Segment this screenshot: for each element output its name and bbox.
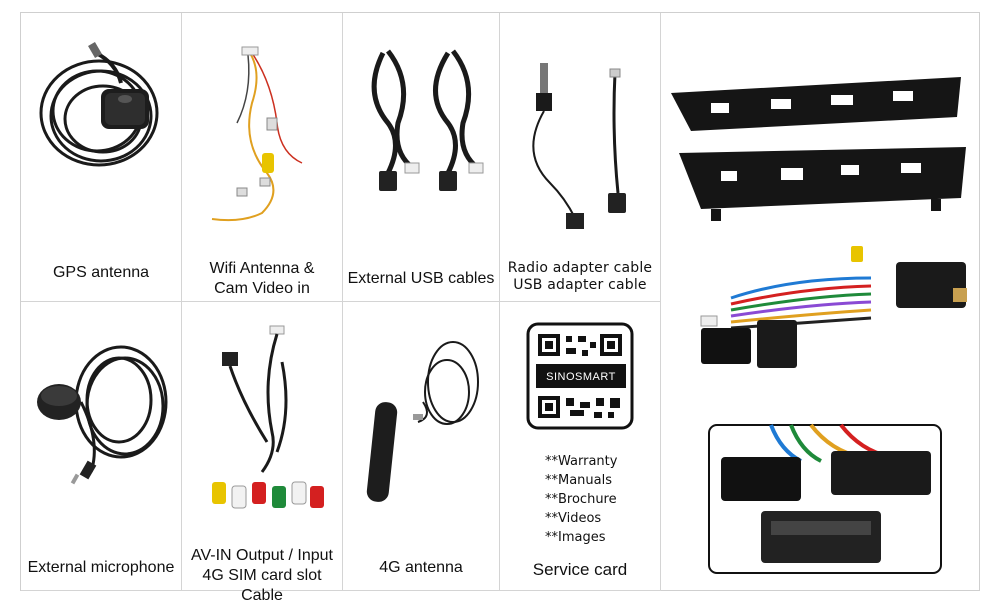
accessories-grid: GPS antenna Wifi Antenna & Cam Video in bbox=[20, 12, 980, 604]
radio-adapter-label: Radio adapter cable USB adapter cable bbox=[507, 260, 653, 293]
connector-closeup-icon bbox=[708, 423, 942, 574]
usb-cables-icon bbox=[371, 49, 484, 191]
list-item: **Manuals bbox=[545, 473, 613, 488]
4g-antenna-label: 4G antenna bbox=[379, 559, 463, 576]
radio-adapter-cable-icon bbox=[532, 63, 626, 229]
gps-antenna-label: GPS antenna bbox=[52, 264, 150, 281]
list-item: **Videos bbox=[545, 511, 602, 526]
wiring-harness-icon bbox=[700, 246, 967, 368]
usb-cables-label: External USB cables bbox=[347, 270, 495, 287]
service-card-items: **Warranty **Manuals **Brochure **Videos… bbox=[545, 452, 617, 547]
list-item: **Brochure bbox=[545, 492, 617, 507]
qr-code-icon bbox=[526, 322, 634, 430]
cell-wifi-cam: Wifi Antenna & Cam Video in bbox=[182, 13, 343, 302]
cell-4g-antenna: 4G antenna bbox=[343, 302, 500, 591]
wifi-cam-label: Wifi Antenna & Cam Video in bbox=[209, 260, 315, 297]
gps-antenna-icon bbox=[39, 41, 159, 167]
microphone-icon bbox=[37, 345, 168, 485]
av-in-rca-cable-icon bbox=[212, 325, 324, 509]
av-in-label: AV-IN Output / Input 4G SIM card slot Ca… bbox=[191, 547, 333, 604]
list-item: **Images bbox=[545, 530, 606, 545]
service-card-label: Service card bbox=[532, 560, 628, 579]
cell-frame-harness bbox=[661, 13, 979, 590]
cell-gps-antenna: GPS antenna bbox=[21, 13, 182, 302]
qr-brand-text: SINOSMART bbox=[546, 371, 616, 383]
list-item: **Warranty bbox=[545, 454, 618, 469]
microphone-label: External microphone bbox=[27, 559, 175, 576]
cell-radio-adapter: Radio adapter cable USB adapter cable bbox=[500, 13, 661, 302]
mounting-frame-icon bbox=[671, 77, 966, 221]
4g-antenna-icon bbox=[366, 341, 479, 502]
cell-av-in: AV-IN Output / Input 4G SIM card slot Ca… bbox=[182, 302, 343, 604]
cell-microphone: External microphone bbox=[21, 302, 182, 591]
cell-service-card: SINOSMART **Warranty **Manuals **Brochur… bbox=[500, 302, 661, 591]
wifi-cam-cable-icon bbox=[211, 46, 303, 222]
cell-usb-cables: External USB cables bbox=[343, 13, 500, 302]
